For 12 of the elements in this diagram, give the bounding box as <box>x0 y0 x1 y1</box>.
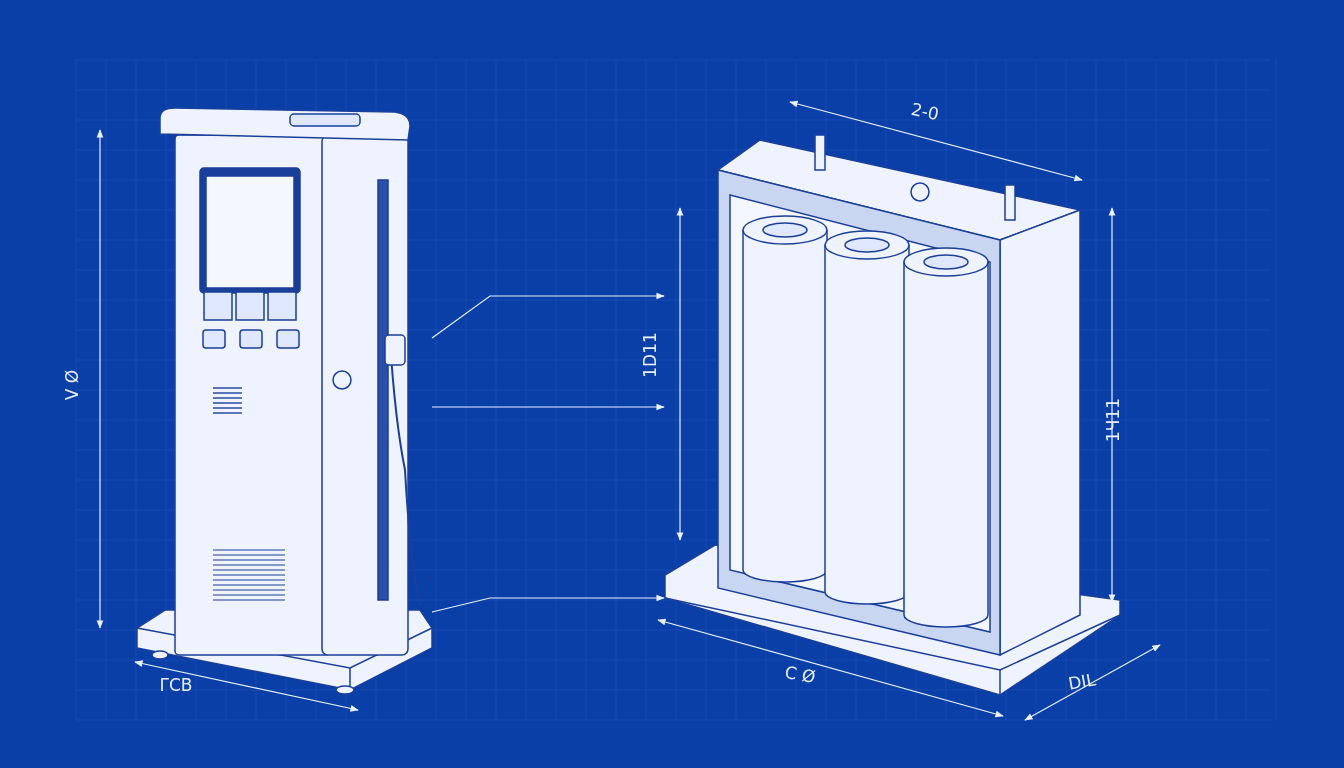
leader-line <box>431 292 665 339</box>
leader-line <box>431 594 665 613</box>
dimension-label: DIL <box>1066 671 1098 693</box>
battery-module-drawing <box>664 134 1121 696</box>
dimension-label: 1D11 <box>641 332 659 378</box>
dimension-label: 2-0 <box>909 100 941 124</box>
leader-line <box>431 403 665 411</box>
dimension-label: V Ø <box>63 369 81 401</box>
charging-station-drawing <box>136 107 433 695</box>
dimension-label: ΓCB <box>159 676 193 694</box>
dimension-label: 1Ч11 <box>1104 397 1122 443</box>
dimension-label: C Ø <box>783 663 817 687</box>
